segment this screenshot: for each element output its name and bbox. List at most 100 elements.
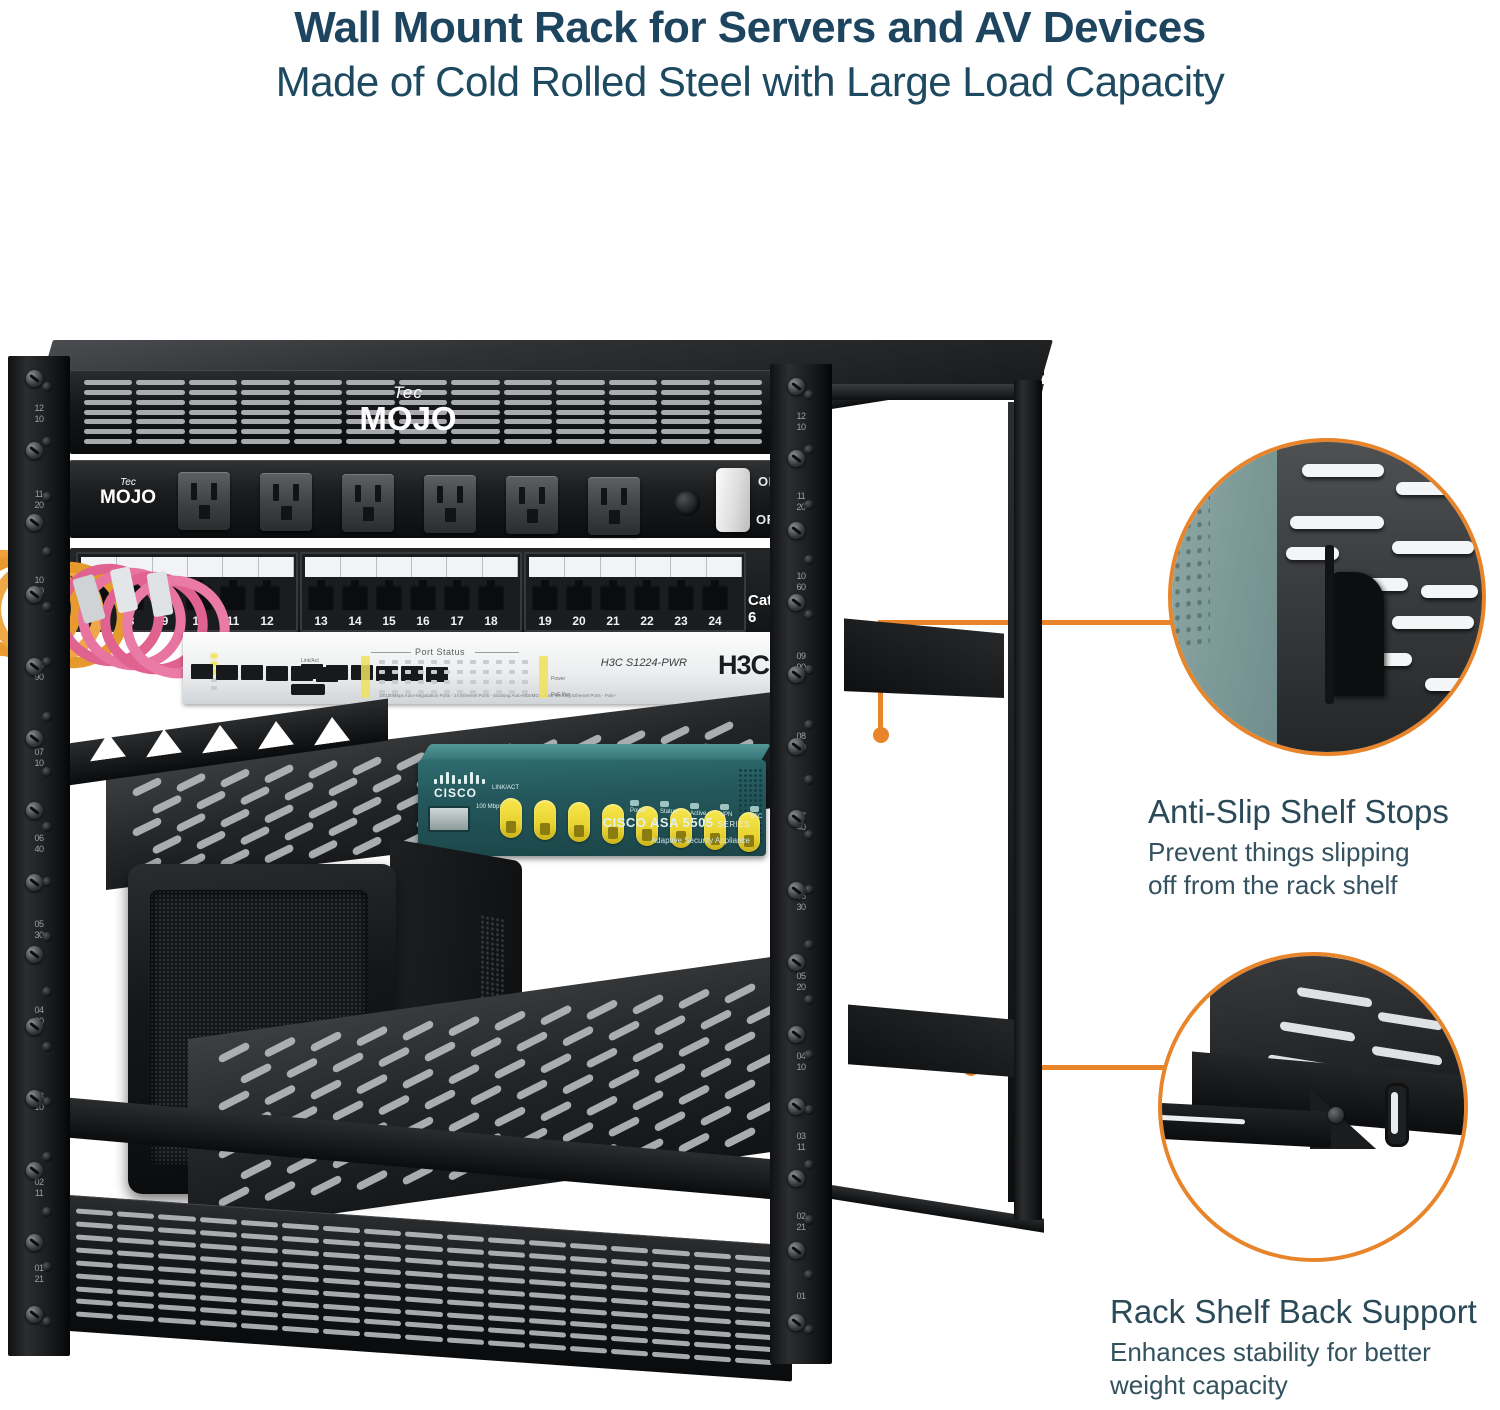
vent-slot	[346, 399, 395, 405]
power-outlet[interactable]	[342, 474, 394, 532]
patch-panel-jack[interactable]	[532, 580, 558, 610]
cisco-ethernet-port[interactable]	[568, 802, 590, 842]
vent-slot	[405, 1321, 443, 1330]
patch-panel-jack[interactable]	[410, 580, 436, 610]
switch-status-led	[483, 660, 489, 664]
patch-panel-label-segment	[706, 557, 742, 577]
vent-slot	[199, 1230, 237, 1238]
shelf-perforation	[585, 1094, 619, 1117]
cisco-ethernet-port[interactable]	[738, 812, 760, 852]
vent-slot	[503, 390, 553, 396]
shelf-perforation	[631, 1041, 665, 1064]
cisco-ethernet-port[interactable]	[670, 808, 692, 848]
cisco-wordmark: CISCO	[434, 786, 478, 800]
vent-slot	[364, 1241, 402, 1250]
patch-panel-label-segment	[635, 557, 672, 577]
rail-unit-markings-left: 1210112010600990071006400530042003100211…	[8, 356, 70, 1356]
shelf-perforation	[309, 1174, 343, 1197]
vent-slot	[487, 1314, 525, 1323]
vent-slot	[136, 429, 185, 434]
patch-panel-jack[interactable]	[566, 580, 592, 610]
power-outlet[interactable]	[260, 473, 312, 531]
vent-slot	[346, 409, 395, 415]
switch-led-label: Link/Act	[301, 658, 319, 664]
vent-slot	[136, 399, 185, 405]
vent-slot	[528, 1304, 567, 1313]
switch-status-led	[392, 680, 398, 684]
vent-slot	[364, 1267, 402, 1276]
patch-panel-jack[interactable]	[668, 580, 694, 610]
switch-status-led	[522, 680, 528, 684]
patch-panel-jack[interactable]	[186, 580, 212, 610]
pdu-indicator-led	[674, 490, 700, 516]
switch-ethernet-port[interactable]	[266, 665, 288, 681]
vent-slot	[136, 380, 185, 386]
shelf-back-support-arm-lower	[848, 945, 1023, 1146]
vent-slot	[693, 1329, 731, 1337]
vent-slot	[364, 1319, 402, 1327]
vent-slot	[240, 1297, 278, 1306]
cisco-ethernet-port[interactable]	[534, 800, 556, 840]
switch-status-led	[392, 660, 398, 664]
switch-system-led	[211, 670, 217, 674]
shelf-perforation	[447, 1110, 481, 1133]
rail-screw	[26, 586, 43, 603]
vent-slot	[188, 409, 238, 415]
patch-panel-jack[interactable]	[600, 580, 626, 610]
cisco-console-port[interactable]	[428, 806, 470, 832]
vent-slot	[241, 380, 290, 386]
pdu-power-rocker-switch[interactable]	[716, 468, 750, 532]
power-outlet[interactable]	[178, 472, 230, 530]
cisco-ethernet-port[interactable]	[602, 804, 624, 844]
vent-slot	[451, 409, 500, 415]
vent-slot	[405, 1296, 443, 1304]
switch-ethernet-port[interactable]	[216, 664, 238, 680]
patch-panel-jack[interactable]	[444, 580, 470, 610]
power-outlet[interactable]	[506, 476, 558, 534]
power-outlet[interactable]	[424, 475, 476, 533]
patch-panel-label-strip	[529, 557, 742, 577]
rail-mounting-hole	[804, 995, 814, 1005]
patch-panel-jack[interactable]	[634, 580, 660, 610]
power-outlet[interactable]	[588, 477, 640, 535]
shelf-perforation	[327, 816, 359, 838]
callout-desc-line2: off from the rack shelf	[1148, 869, 1398, 900]
rail-screw	[788, 450, 805, 467]
rail-screw	[26, 1234, 43, 1251]
patch-panel-jack[interactable]	[342, 580, 368, 610]
switch-ethernet-port[interactable]	[301, 664, 323, 679]
vent-slot	[188, 390, 238, 396]
patch-panel-jack[interactable]	[308, 580, 334, 610]
switch-ethernet-port[interactable]	[241, 665, 263, 681]
shelf-perforation	[239, 1062, 273, 1085]
rail-mounting-hole	[804, 390, 814, 400]
patch-panel-jack[interactable]	[254, 580, 280, 610]
patch-panel-jack[interactable]	[702, 580, 728, 610]
detail-circle-rack-shelf-back-support	[1158, 952, 1468, 1262]
patch-panel-jack[interactable]	[220, 580, 246, 610]
switch-ethernet-port[interactable]	[376, 665, 398, 681]
cisco-ethernet-port[interactable]	[704, 810, 726, 850]
vent-slot	[556, 409, 605, 415]
patch-panel-jack[interactable]	[478, 580, 504, 610]
switch-ethernet-port[interactable]	[326, 664, 348, 680]
patch-panel-label-segment	[600, 557, 636, 577]
rail-screw	[26, 370, 43, 387]
top-vent-panel	[70, 370, 782, 454]
vent-slot	[241, 429, 290, 434]
switch-status-led	[470, 690, 476, 694]
cisco-ethernet-port[interactable]	[636, 806, 658, 846]
rail-screw	[788, 1314, 805, 1331]
cisco-ethernet-port[interactable]	[500, 798, 522, 838]
vent-slot	[611, 1246, 649, 1254]
shelf-perforation	[175, 772, 207, 794]
switch-mode-button[interactable]	[291, 684, 325, 695]
patch-panel-jack[interactable]	[376, 580, 402, 610]
vent-slot	[405, 1309, 443, 1317]
vent-slot	[117, 1224, 155, 1233]
switch-ethernet-port[interactable]	[191, 664, 213, 679]
vent-slot	[713, 429, 762, 434]
shelf-perforation	[493, 1057, 527, 1080]
rail-screw	[26, 802, 43, 819]
